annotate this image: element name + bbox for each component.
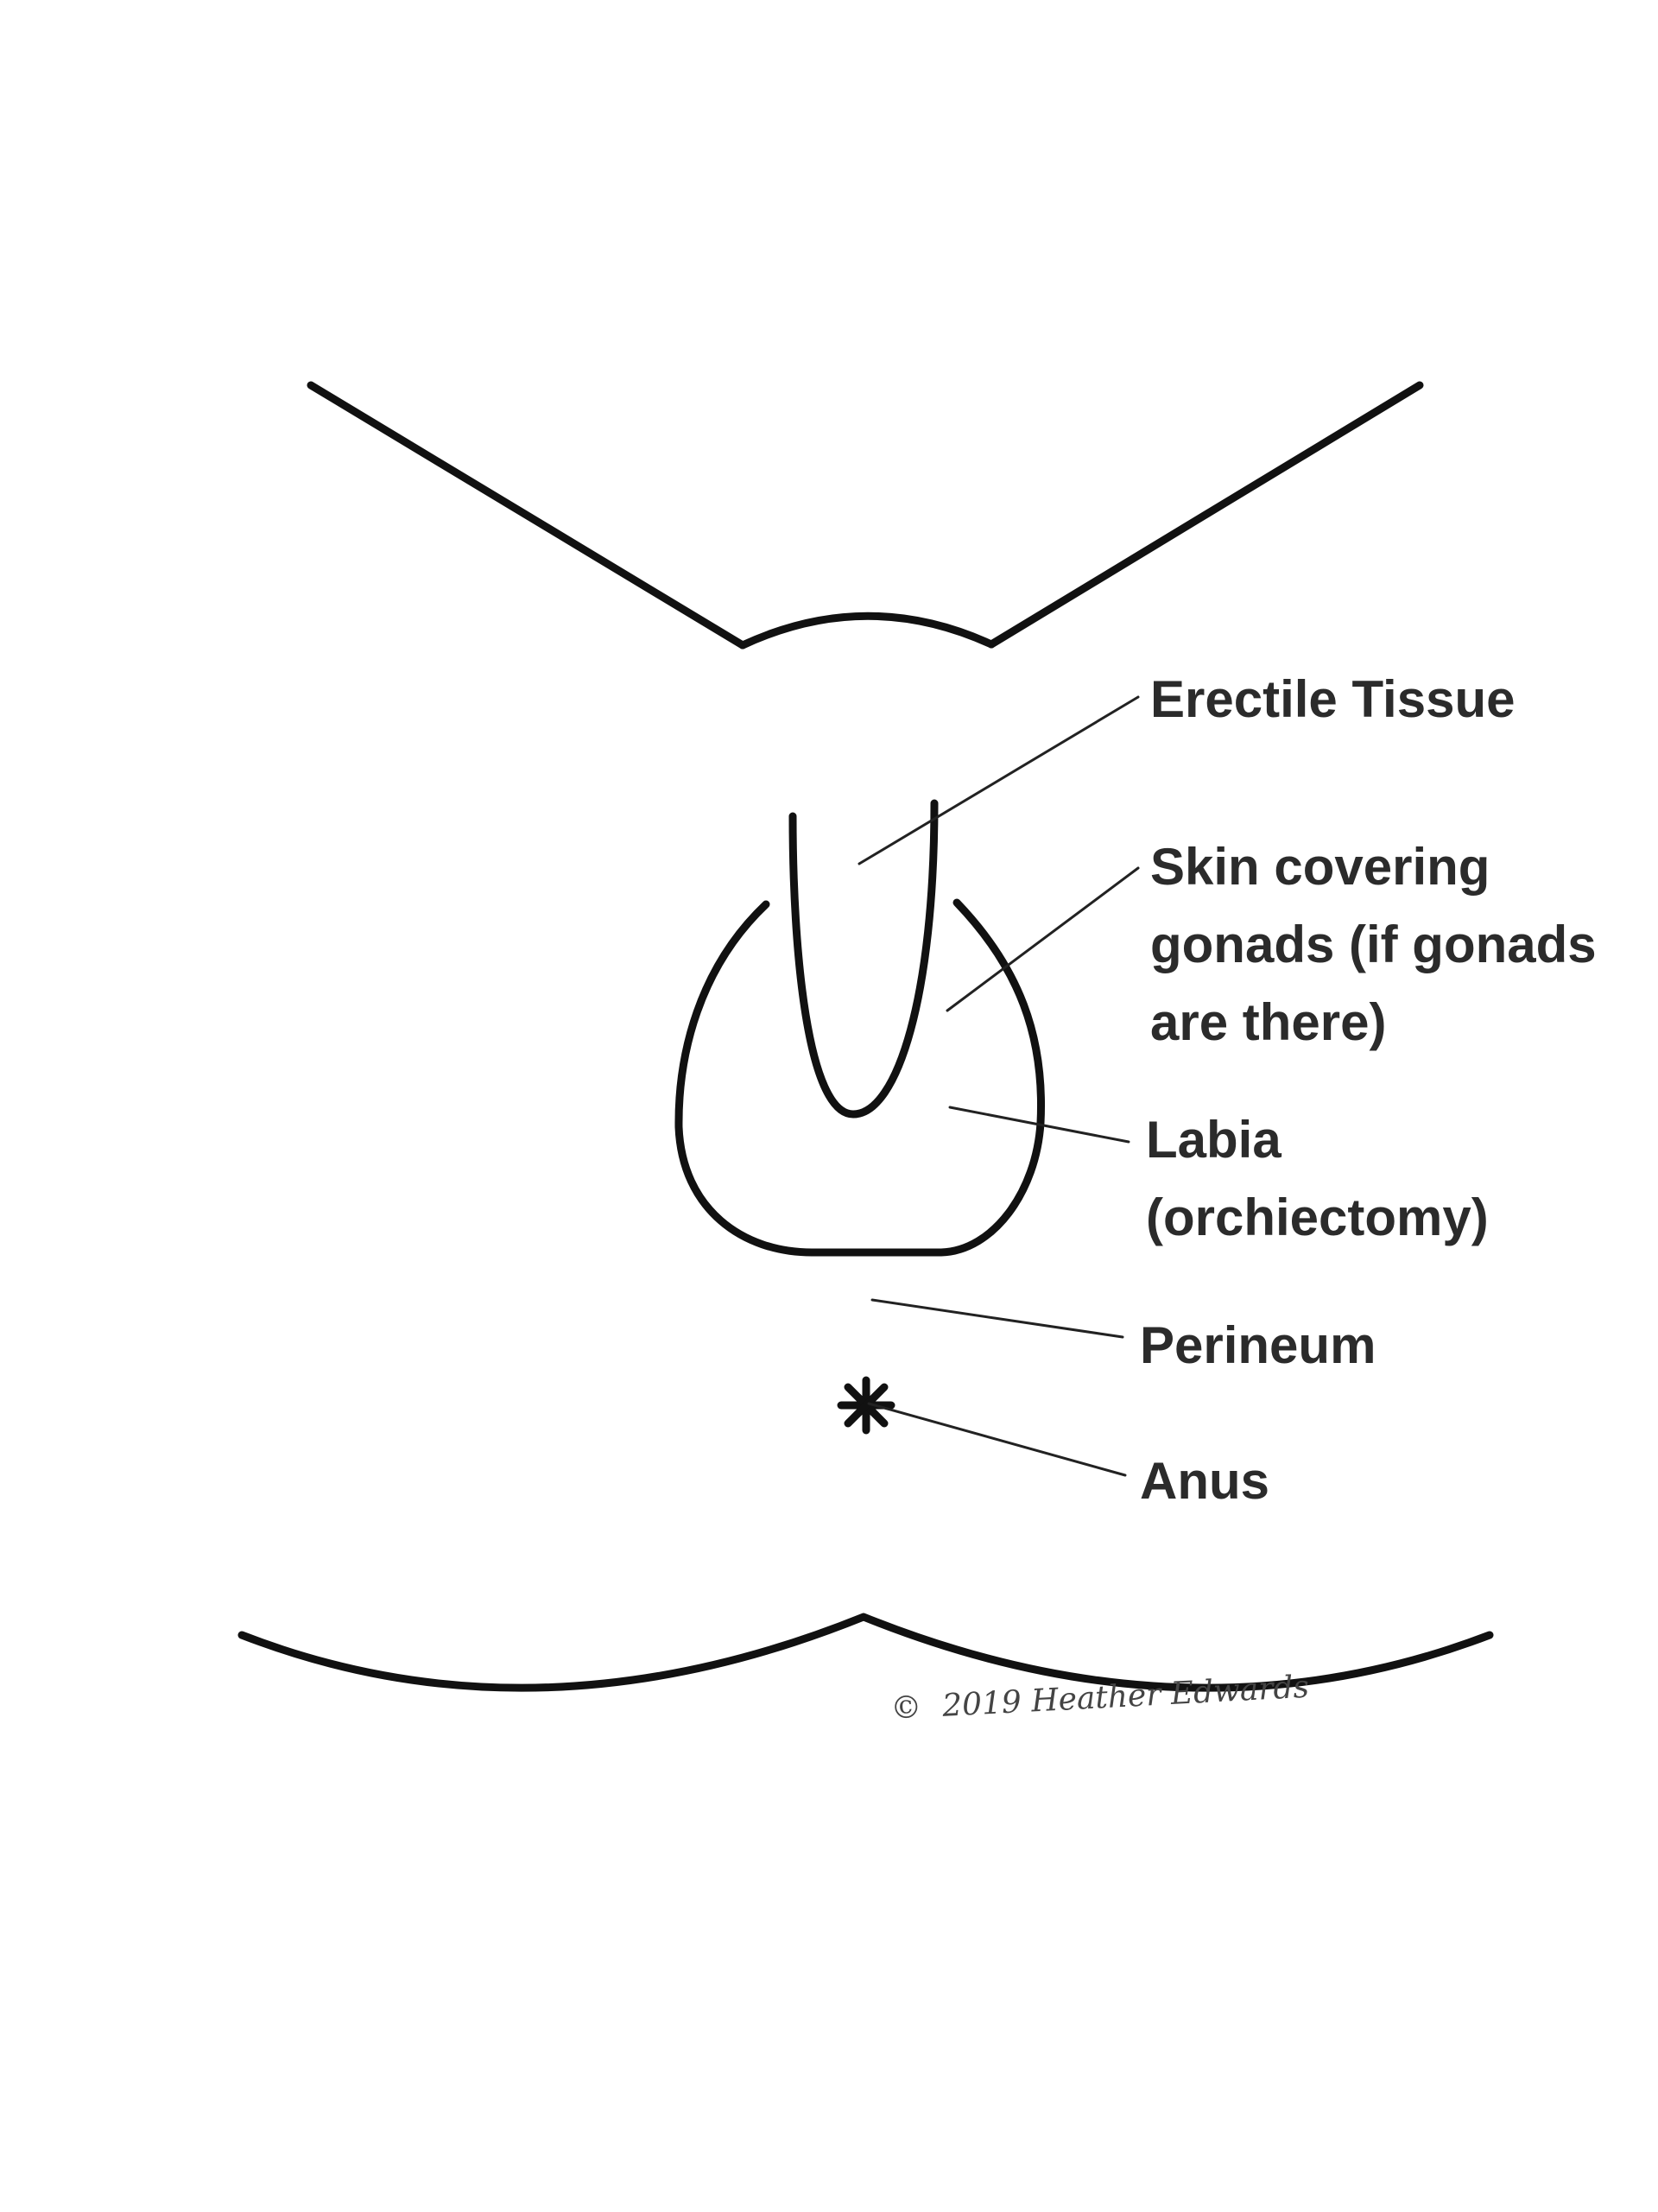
left-thigh-line	[307, 381, 747, 650]
label-labia-line1: Labia	[1146, 1111, 1281, 1169]
leader-erectile-tissue	[857, 695, 1140, 865]
mons-curve	[738, 612, 996, 650]
genital-structures	[674, 799, 1046, 1257]
labels: Erectile Tissue Skin covering gonads (if…	[1140, 670, 1597, 1510]
label-labia-line2: (orchiectomy)	[1146, 1188, 1489, 1246]
label-anus: Anus	[1140, 1452, 1269, 1510]
leader-skin-covering	[946, 866, 1140, 1012]
signature-text: 2019 Heather Edwards	[940, 1670, 1310, 1724]
labia-shape	[674, 898, 1046, 1257]
leader-labia	[948, 1106, 1130, 1144]
copyright-icon: ©	[889, 1689, 922, 1727]
buttocks-curve	[237, 1613, 1494, 1692]
leader-anus	[867, 1402, 1127, 1477]
label-perineum: Perineum	[1140, 1316, 1376, 1374]
leader-perineum	[870, 1298, 1124, 1339]
label-skin-covering-line2: gonads (if gonads	[1150, 916, 1597, 973]
anus-star-icon	[837, 1376, 895, 1435]
label-erectile-tissue: Erectile Tissue	[1150, 670, 1515, 728]
leader-lines	[857, 695, 1140, 1477]
right-thigh-line	[987, 381, 1424, 649]
body-outline	[237, 381, 1494, 1692]
label-skin-covering-line1: Skin covering	[1150, 838, 1490, 896]
erectile-tissue-shape	[788, 799, 939, 1119]
label-skin-covering-line3: are there)	[1150, 993, 1386, 1051]
